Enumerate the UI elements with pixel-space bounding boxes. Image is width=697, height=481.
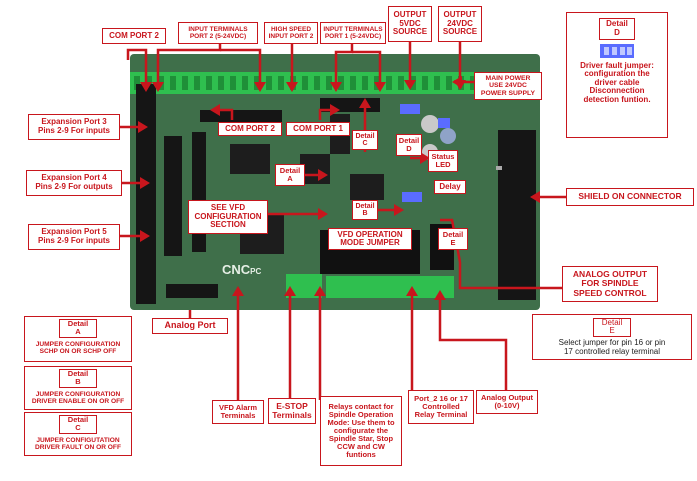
- board-logo: CNCPC: [222, 262, 262, 277]
- jumper-detail-b: [402, 192, 422, 202]
- label-analog-output-0-10v: Analog Output(0-10V): [476, 390, 538, 414]
- driver-fault-jumper-icon: [600, 43, 634, 58]
- jumper-detail-c: [400, 104, 420, 114]
- chip-3: [350, 174, 384, 200]
- line-analog-spindle: [458, 262, 562, 290]
- capacitor-1: [421, 115, 439, 133]
- expansion-header-inner: [164, 136, 182, 256]
- com-port-2-header: [200, 110, 282, 122]
- line-com2-top: [126, 48, 148, 82]
- label-analog-port: Analog Port: [152, 318, 228, 334]
- label-shield-on-connector: SHIELD ON CONNECTOR: [566, 188, 694, 206]
- line-input2-a: [156, 42, 222, 82]
- analog-port-header: [166, 284, 218, 298]
- line-input1-b: [352, 50, 382, 82]
- expansion-header-left: [136, 84, 156, 304]
- capacitor-2: [440, 128, 456, 144]
- shield-connector-right: [498, 130, 536, 300]
- line-com1-board: [318, 108, 330, 120]
- line-com2-board: [220, 108, 234, 120]
- jumper-detail-d: [438, 118, 450, 128]
- chip-2: [300, 154, 330, 184]
- arrowhead: [140, 82, 152, 92]
- line-analog-010: [438, 300, 508, 390]
- chip-1: [230, 144, 270, 174]
- callout-com-port-1: COM PORT 1: [286, 122, 350, 136]
- label-com-port-2-top: COM PORT 2: [102, 28, 166, 44]
- line-input2-b: [220, 48, 262, 82]
- line-input1-a: [334, 42, 354, 82]
- callout-delay: Delay: [434, 180, 466, 194]
- callout-com-port-2: COM PORT 2: [218, 122, 282, 136]
